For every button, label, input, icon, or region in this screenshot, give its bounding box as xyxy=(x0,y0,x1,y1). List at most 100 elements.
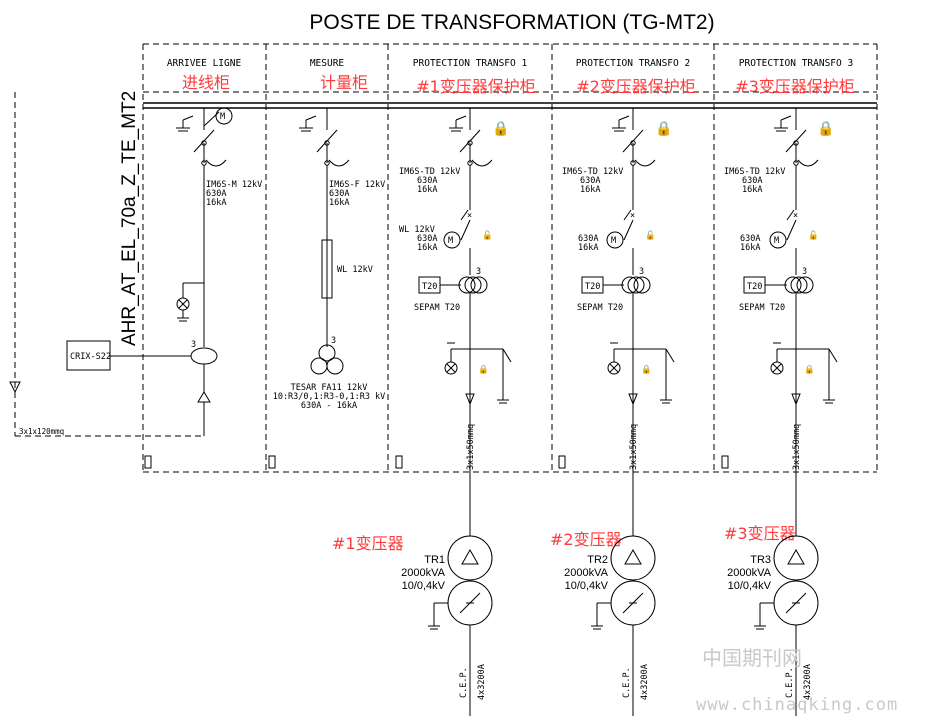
mesure-fuse-label: WL 12kV xyxy=(337,265,373,275)
transformer3-cep-1: C.E.P. xyxy=(785,667,795,698)
transfo1-ct-count: 3 xyxy=(476,267,481,277)
transformer3-cep-2: 4x3200A xyxy=(803,664,813,700)
transfo1-rating-1: 630A xyxy=(417,176,437,186)
transformer1-cep-2: 4x3200A xyxy=(477,664,487,700)
mesure-rating-1: 630A xyxy=(329,189,349,199)
transfo2-ct-count: 3 xyxy=(639,267,644,277)
panel-header-transfo-2: PROTECTION TRANSFO 2 xyxy=(576,58,690,69)
svg-text:🔒: 🔒 xyxy=(641,364,652,375)
transformer-2: #2变压器 TR2 2000kVA 10/0,4kV C.E.P. 4x3200… xyxy=(550,530,656,716)
svg-text:M: M xyxy=(774,236,779,246)
earthing-switch-icon xyxy=(612,115,630,132)
arrivee-switch-label: IM6S-M 12kV xyxy=(206,180,262,190)
transformer3-chinese: #3变压器 xyxy=(724,524,796,543)
earthing-switch-icon xyxy=(299,115,317,132)
transfo3-ct-count: 3 xyxy=(802,267,807,277)
transfo2-cable-label: 3x1x50mmq xyxy=(629,424,639,470)
transfo2-relay-box: T20 xyxy=(585,282,600,292)
panel-header-arrivee: ARRIVEE LIGNE xyxy=(167,58,242,69)
panel-chinese-arrivee: 进线柜 xyxy=(182,73,230,92)
panel-frames xyxy=(142,43,878,473)
transfo3-relay-box: T20 xyxy=(747,282,762,292)
svg-text:M: M xyxy=(448,236,453,246)
transformer2-power: 2000kVA xyxy=(564,567,608,579)
lock-icon: 🔒 xyxy=(492,121,509,137)
watermark-chinese: 中国期刊网 xyxy=(702,646,802,670)
transformer1-name: TR1 xyxy=(424,554,445,566)
panel-transfo-1: 🔒 IM6S-TD 12kV 630A 16kA × M 🔓 WL 12kV 6… xyxy=(395,108,512,470)
mesure-vt-name: TESAR FA11 12kV xyxy=(291,383,368,393)
transfo1-switch-label: IM6S-TD 12kV xyxy=(399,167,460,177)
transformer3-power: 2000kVA xyxy=(727,567,771,579)
transformer1-power: 2000kVA xyxy=(401,567,445,579)
transformer3-name: TR3 xyxy=(750,554,771,566)
svg-text:🔓: 🔓 xyxy=(645,230,656,241)
arrivee-cable-label: 3x1x120mmq xyxy=(19,427,64,436)
current-transformer-icon xyxy=(190,347,218,365)
transfo1-rating-2: 16kA xyxy=(417,185,437,195)
svg-text:🔓: 🔓 xyxy=(808,230,819,241)
earthing-switch-icon xyxy=(176,115,194,132)
transformer2-cep-2: 4x3200A xyxy=(640,664,650,700)
panel-mesure: IM6S-F 12kV 630A 16kA WL 12kV 3 TESAR FA… xyxy=(268,108,386,469)
voltage-transformer-icon xyxy=(310,344,344,375)
panel-chinese-transfo-2: #2变压器保护柜 xyxy=(576,77,696,96)
panel-chinese-mesure: 计量柜 xyxy=(320,73,368,92)
transformer2-ratio: 10/0,4kV xyxy=(565,580,609,592)
transfo3-switch-label: IM6S-TD 12kV xyxy=(724,167,785,177)
side-label: AHR_AT_EL_70a_Z_TE_MT2 xyxy=(119,91,140,346)
transformer3-ratio: 10/0,4kV xyxy=(728,580,772,592)
transfo2-relay-name: SEPAM T20 xyxy=(577,303,623,313)
mesure-vt-ratio: 10:R3/0,1:R3-0,1:R3 kV xyxy=(273,392,386,402)
mesure-vt-rating: 630A - 16kA xyxy=(301,401,357,411)
transfo2-rating-2: 16kA xyxy=(580,185,600,195)
transfo3-breaker-rating-1: 630A xyxy=(740,234,760,244)
diagram-title: POSTE DE TRANSFORMATION (TG-MT2) xyxy=(309,11,714,34)
panel-chinese-transfo-1: #1变压器保护柜 xyxy=(416,77,536,96)
arrivee-ct-count: 3 xyxy=(191,340,196,350)
panel-header-mesure: MESURE xyxy=(310,58,345,69)
mesure-rating-2: 16kA xyxy=(329,198,349,208)
panel-header-transfo-3: PROTECTION TRANSFO 3 xyxy=(739,58,853,69)
transformer2-cep-1: C.E.P. xyxy=(622,667,632,698)
watermark-url: www.chinaqking.com xyxy=(696,695,898,715)
transfo1-cable-label: 3x1x50mmq xyxy=(466,424,476,470)
transfo3-relay-name: SEPAM T20 xyxy=(739,303,785,313)
earthing-switch-icon xyxy=(449,115,467,132)
transformer1-chinese: #1变压器 xyxy=(332,534,404,553)
transfo1-breaker-rating-2: 16kA xyxy=(417,243,437,253)
svg-text:🔒: 🔒 xyxy=(804,364,815,375)
transfo3-breaker-rating-2: 16kA xyxy=(740,243,760,253)
transfo3-rating-1: 630A xyxy=(742,176,762,186)
transformer-3: #3变压器 TR3 2000kVA 10/0,4kV C.E.P. 4x3200… xyxy=(724,524,819,716)
svg-text:×: × xyxy=(793,211,798,221)
panel-arrivee-ligne: M IM6S-M 12kV 630A 16kA 3 CRIX-S22 xyxy=(9,92,262,469)
svg-text:×: × xyxy=(467,211,472,221)
panel-chinese-transfo-3: #3变压器保护柜 xyxy=(735,77,855,96)
svg-text:M: M xyxy=(220,112,225,122)
main-busbar xyxy=(143,102,877,109)
transformer2-chinese: #2变压器 xyxy=(550,530,622,549)
transfo2-switch-label: IM6S-TD 12kV xyxy=(562,167,623,177)
arrivee-rating-1: 630A xyxy=(206,189,226,199)
panel-transfo-2: 🔒 IM6S-TD 12kV 630A 16kA × M 🔓 630A 16kA… xyxy=(558,108,675,470)
transfo1-breaker-rating-1: 630A xyxy=(417,234,437,244)
transformer2-name: TR2 xyxy=(587,554,608,566)
earthing-switch-icon xyxy=(774,115,792,132)
transformer-1: #1变压器 TR1 2000kVA 10/0,4kV C.E.P. 4x3200… xyxy=(332,534,493,716)
transfo2-breaker-rating-2: 16kA xyxy=(578,243,598,253)
transfo3-rating-2: 16kA xyxy=(742,185,762,195)
transformer1-cep-1: C.E.P. xyxy=(459,667,469,698)
lock-icon: 🔒 xyxy=(817,121,834,137)
lock-icon: 🔒 xyxy=(655,121,672,137)
svg-text:M: M xyxy=(611,236,616,246)
svg-text:🔓: 🔓 xyxy=(482,230,493,241)
transformer1-ratio: 10/0,4kV xyxy=(402,580,446,592)
transfo2-breaker-rating-1: 630A xyxy=(578,234,598,244)
panel-header-transfo-1: PROTECTION TRANSFO 1 xyxy=(413,58,528,69)
transfo3-cable-label: 3x1x50mmq xyxy=(792,424,802,470)
panel-transfo-3: 🔒 IM6S-TD 12kV 630A 16kA × M 🔓 630A 16kA… xyxy=(721,108,838,470)
panel-headers: ARRIVEE LIGNE MESURE PROTECTION TRANSFO … xyxy=(167,58,855,96)
arrivee-rating-2: 16kA xyxy=(206,198,226,208)
